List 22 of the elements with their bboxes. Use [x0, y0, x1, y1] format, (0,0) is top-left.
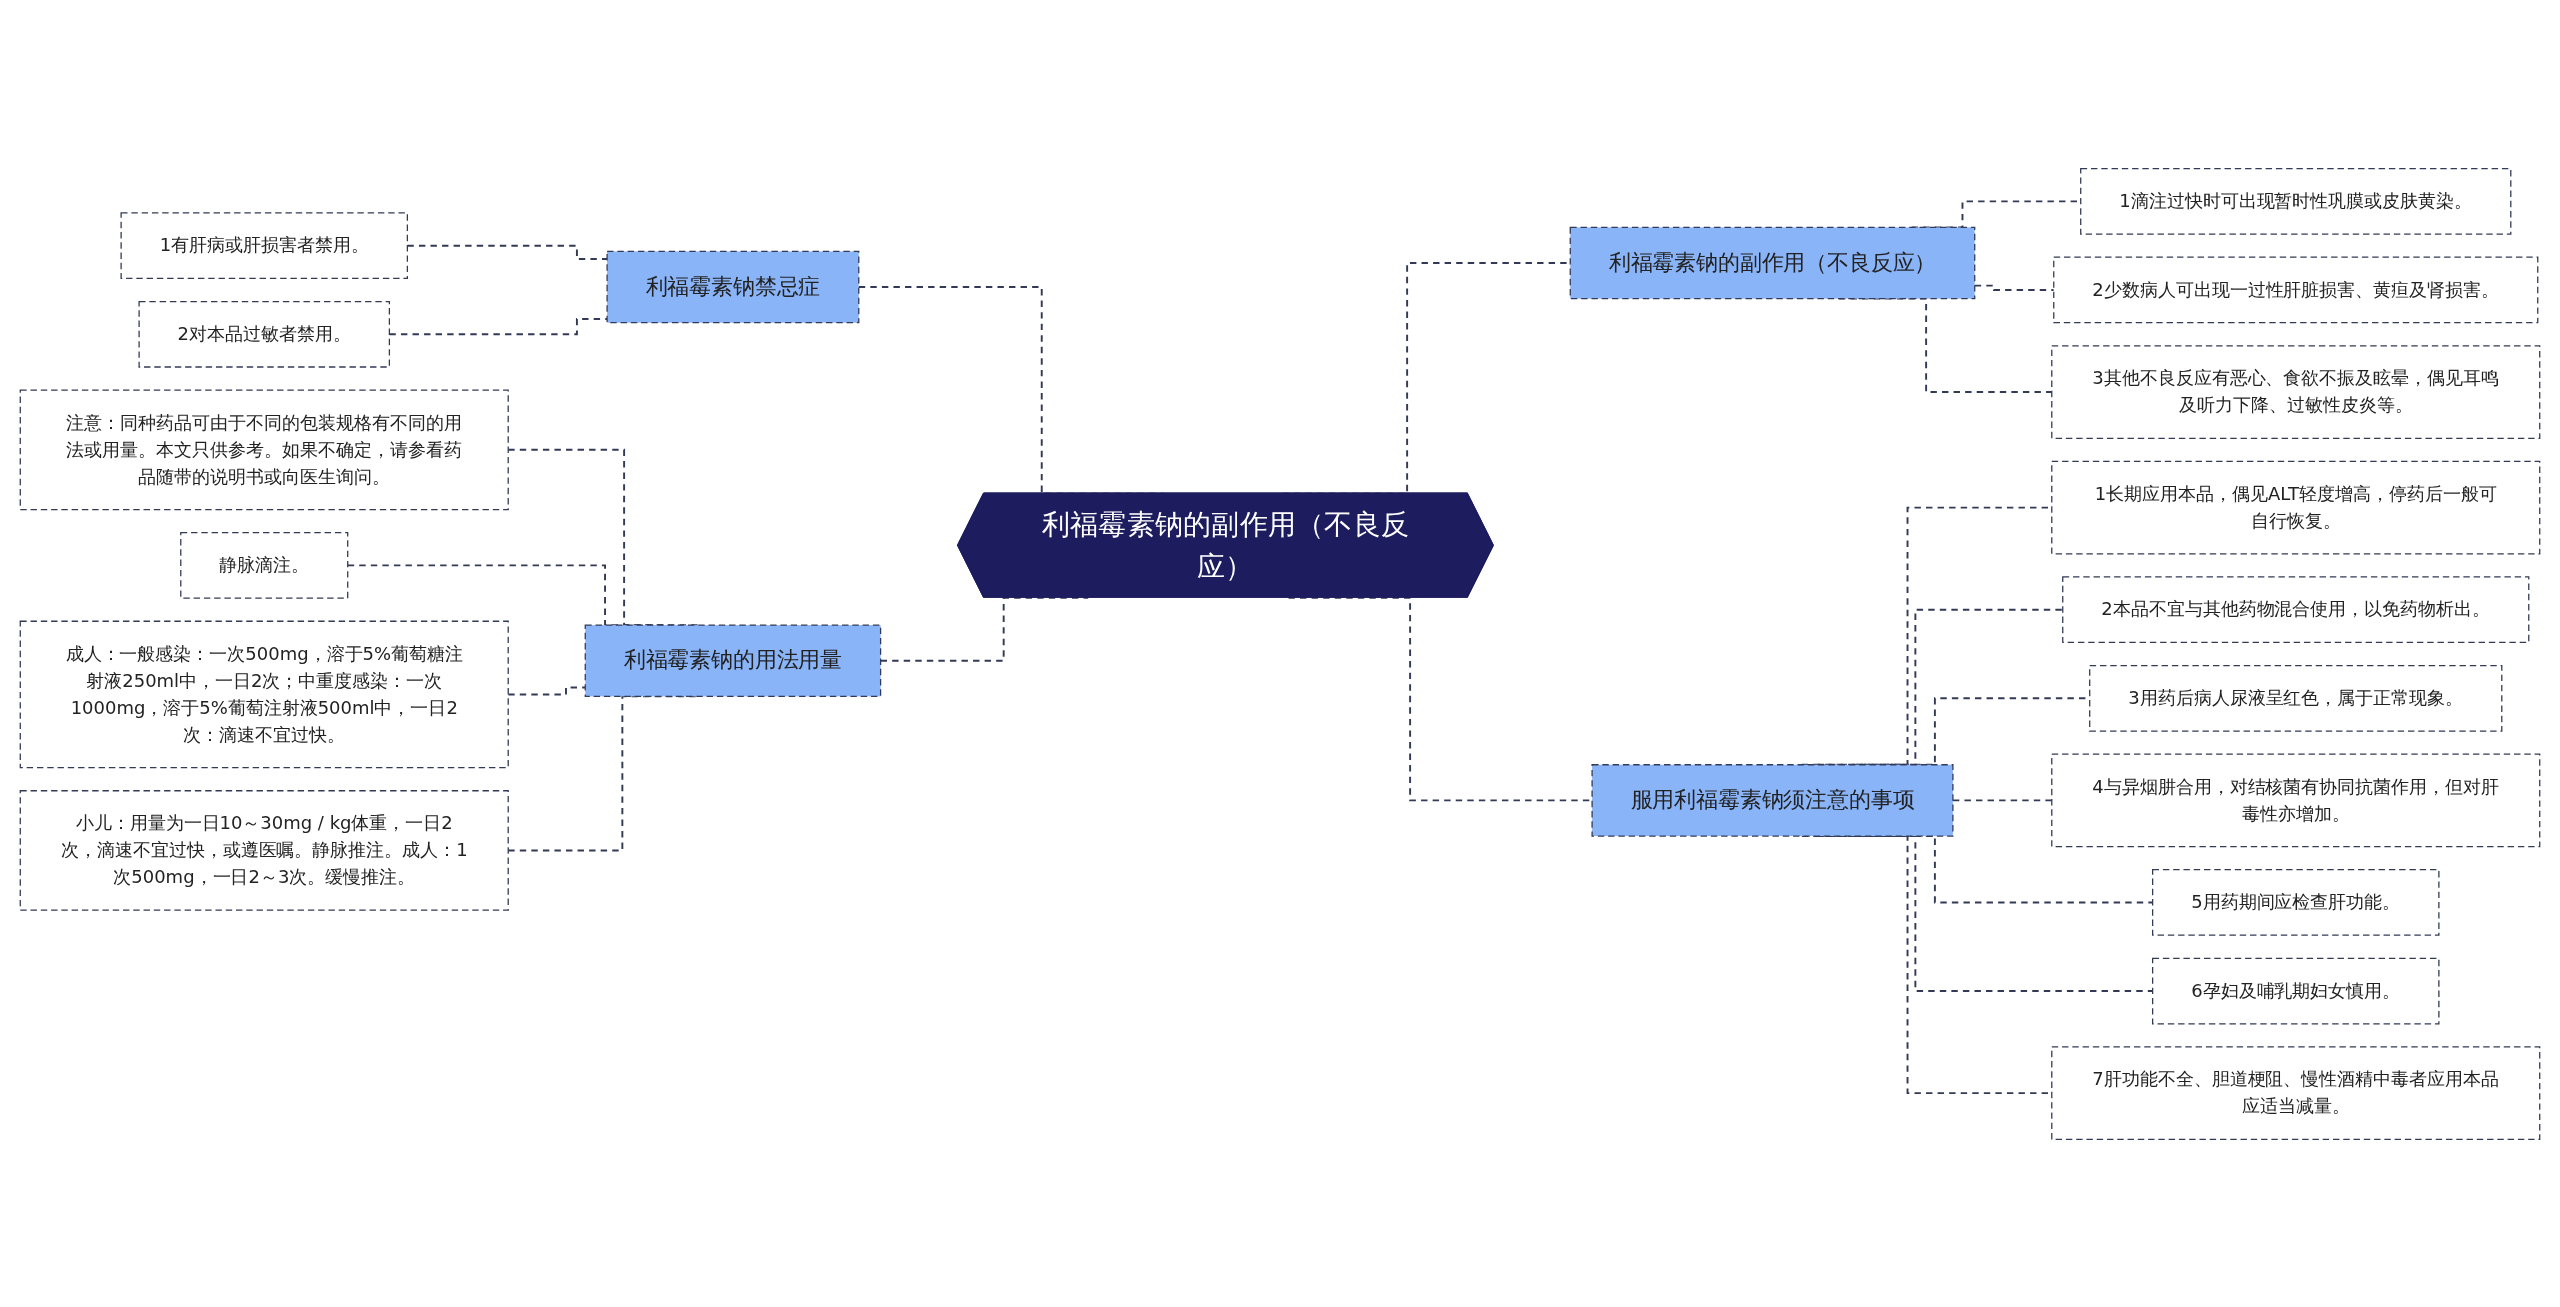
- node-box: 利福霉素钠的副作用（不良反应）: [1569, 226, 1976, 299]
- node-box: 注意：同种药品可由于不同的包装规格有不同的用法或用量。本文只供参考。如果不确定，请参看药品随带的说明书或向医生询问。: [19, 389, 509, 510]
- node-box: 3用药后病人尿液呈红色，属于正常现象。: [2089, 664, 2503, 732]
- node-box: 静脉滴注。: [180, 531, 349, 599]
- node-box: 利福霉素钠禁忌症: [606, 250, 860, 323]
- node-box: 1滴注过快时可出现暂时性巩膜或皮肤黄染。: [2080, 167, 2512, 235]
- node-box: 7肝功能不全、胆道梗阻、慢性酒精中毒者应用本品应适当减量。: [2051, 1045, 2541, 1140]
- node-box: 1长期应用本品，偶见ALT轻度增高，停药后一般可自行恢复。: [2051, 460, 2541, 554]
- node-box: 6孕妇及哺乳期妇女慎用。: [2152, 957, 2440, 1024]
- node-box: 5用药期间应检查肝功能。: [2152, 868, 2440, 936]
- node-box: 服用利福霉素钠须注意的事项: [1591, 763, 1954, 837]
- node-box: 2少数病人可出现一过性肝脏损害、黄疸及肾损害。: [2053, 256, 2539, 323]
- node-box: 2对本品过敏者禁用。: [138, 300, 391, 368]
- node-box: 小儿：用量为一日10～30mg / kg体重，一日2次，滴速不宜过快，或遵医嘱。静脉推注。成人：1次500mg，一日2～3次。缓慢推注。: [19, 789, 509, 911]
- node-box: 1有肝病或肝损害者禁用。: [120, 211, 408, 279]
- node-box: 4与异烟肼合用，对结核菌有协同抗菌作用，但对肝毒性亦增加。: [2051, 753, 2541, 847]
- connector: [388, 317, 609, 335]
- connector: [1973, 284, 2055, 291]
- node-box: 成人：一般感染：一次500mg，溶于5%葡萄糖注射液250ml中，一日2次；中重度感染：一次1000mg，溶于5%葡萄注射液500ml中，一日2次：滴速不宜过快。: [19, 620, 509, 768]
- node-box: 2本品不宜与其他药物混合使用，以免药物析出。: [2062, 575, 2530, 643]
- node-box: 利福霉素钠的用法用量: [584, 623, 882, 697]
- node-box: 3其他不良反应有恶心、食欲不振及眩晕，偶见耳鸣及听力下降、过敏性皮炎等。: [2051, 344, 2541, 439]
